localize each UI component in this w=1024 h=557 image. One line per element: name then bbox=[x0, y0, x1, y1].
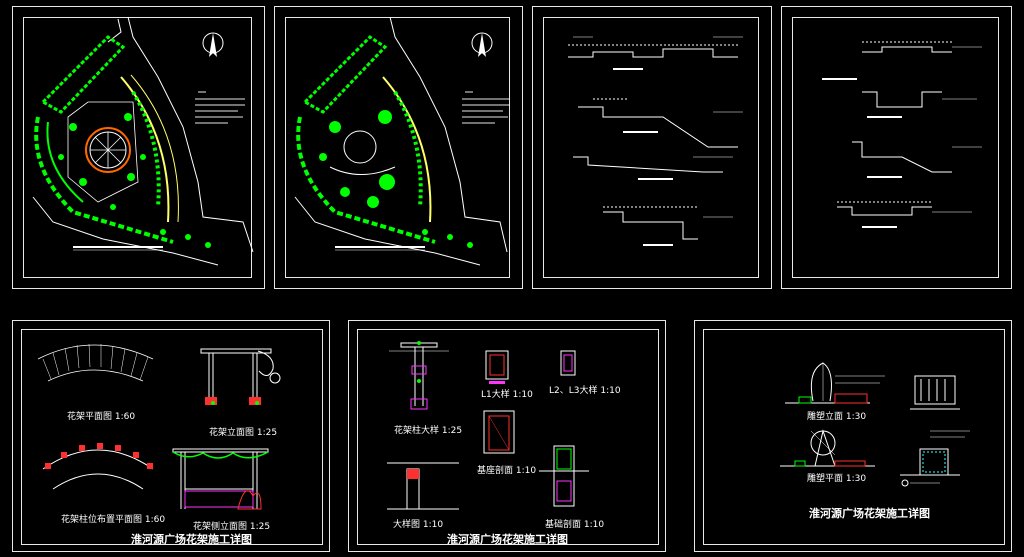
sculpture-sheet-title: 淮河源广场花架施工详图 bbox=[809, 507, 930, 520]
sheet-pergola-detail-2-border bbox=[357, 329, 659, 545]
sheet-sculpture-detail: 雕塑立面 1:30 雕塑平面 1:30 淮河源广场花架施工详图 bbox=[694, 320, 1012, 552]
pergola-detail-2-drawing bbox=[387, 341, 589, 510]
pier-section-label: 基座剖面 1:10 bbox=[477, 466, 537, 476]
pergola-column-plan-label: 花架柱位布置平面图 1:60 bbox=[61, 515, 166, 525]
sections-2-drawing bbox=[822, 41, 982, 228]
sections-1-drawing bbox=[568, 36, 743, 246]
beam-2-label: L2、L3大样 1:10 bbox=[549, 386, 621, 396]
sheet-pergola-detail-1: 花架平面图 1:60 花架立面图 1:25 花架柱位布置平面图 1:60 花架侧… bbox=[12, 320, 330, 552]
pergola-plan-label: 花架平面图 1:60 bbox=[67, 412, 136, 422]
sheet-site-plan-1-border bbox=[23, 17, 252, 278]
sheet-pergola-detail-1-border bbox=[21, 329, 323, 545]
sheet-site-plan-2-border bbox=[285, 17, 510, 278]
pergola-sheet-1-title: 淮河源广场花架施工详图 bbox=[131, 533, 252, 546]
sheet-site-plan-1 bbox=[12, 6, 265, 289]
base-section-label: 基础剖面 1:10 bbox=[545, 520, 605, 530]
column-detail-label: 花架柱大样 1:25 bbox=[394, 426, 463, 436]
pergola-sheet-2-title: 淮河源广场花架施工详图 bbox=[447, 533, 568, 546]
pergola-section-label: 花架侧立面图 1:25 bbox=[193, 522, 271, 532]
sculpture-elevation-label: 雕塑立面 1:30 bbox=[807, 412, 867, 422]
sheet-site-plan-2 bbox=[274, 6, 523, 289]
sheet-sculpture-detail-border bbox=[703, 329, 1005, 545]
sculpture-plan-label: 雕塑平面 1:30 bbox=[807, 474, 867, 484]
sheet-sections-1 bbox=[532, 6, 772, 289]
sheet-sections-2 bbox=[781, 6, 1012, 289]
foot-detail-label: 大样图 1:10 bbox=[393, 520, 444, 530]
pergola-detail-1-drawing bbox=[37, 343, 281, 510]
site-plan-1-drawing bbox=[32, 16, 254, 266]
pergola-elevation-label: 花架立面图 1:25 bbox=[209, 428, 278, 438]
sculpture-detail-drawing bbox=[780, 362, 970, 487]
sheet-sections-1-border bbox=[543, 17, 759, 278]
sheet-sections-2-border bbox=[792, 17, 999, 278]
site-plan-2-drawing bbox=[294, 16, 510, 266]
sheet-pergola-detail-2: 花架柱大样 1:25 L1大样 1:10 L2、L3大样 1:10 基座剖面 1… bbox=[348, 320, 666, 552]
beam-1-label: L1大样 1:10 bbox=[481, 390, 533, 400]
